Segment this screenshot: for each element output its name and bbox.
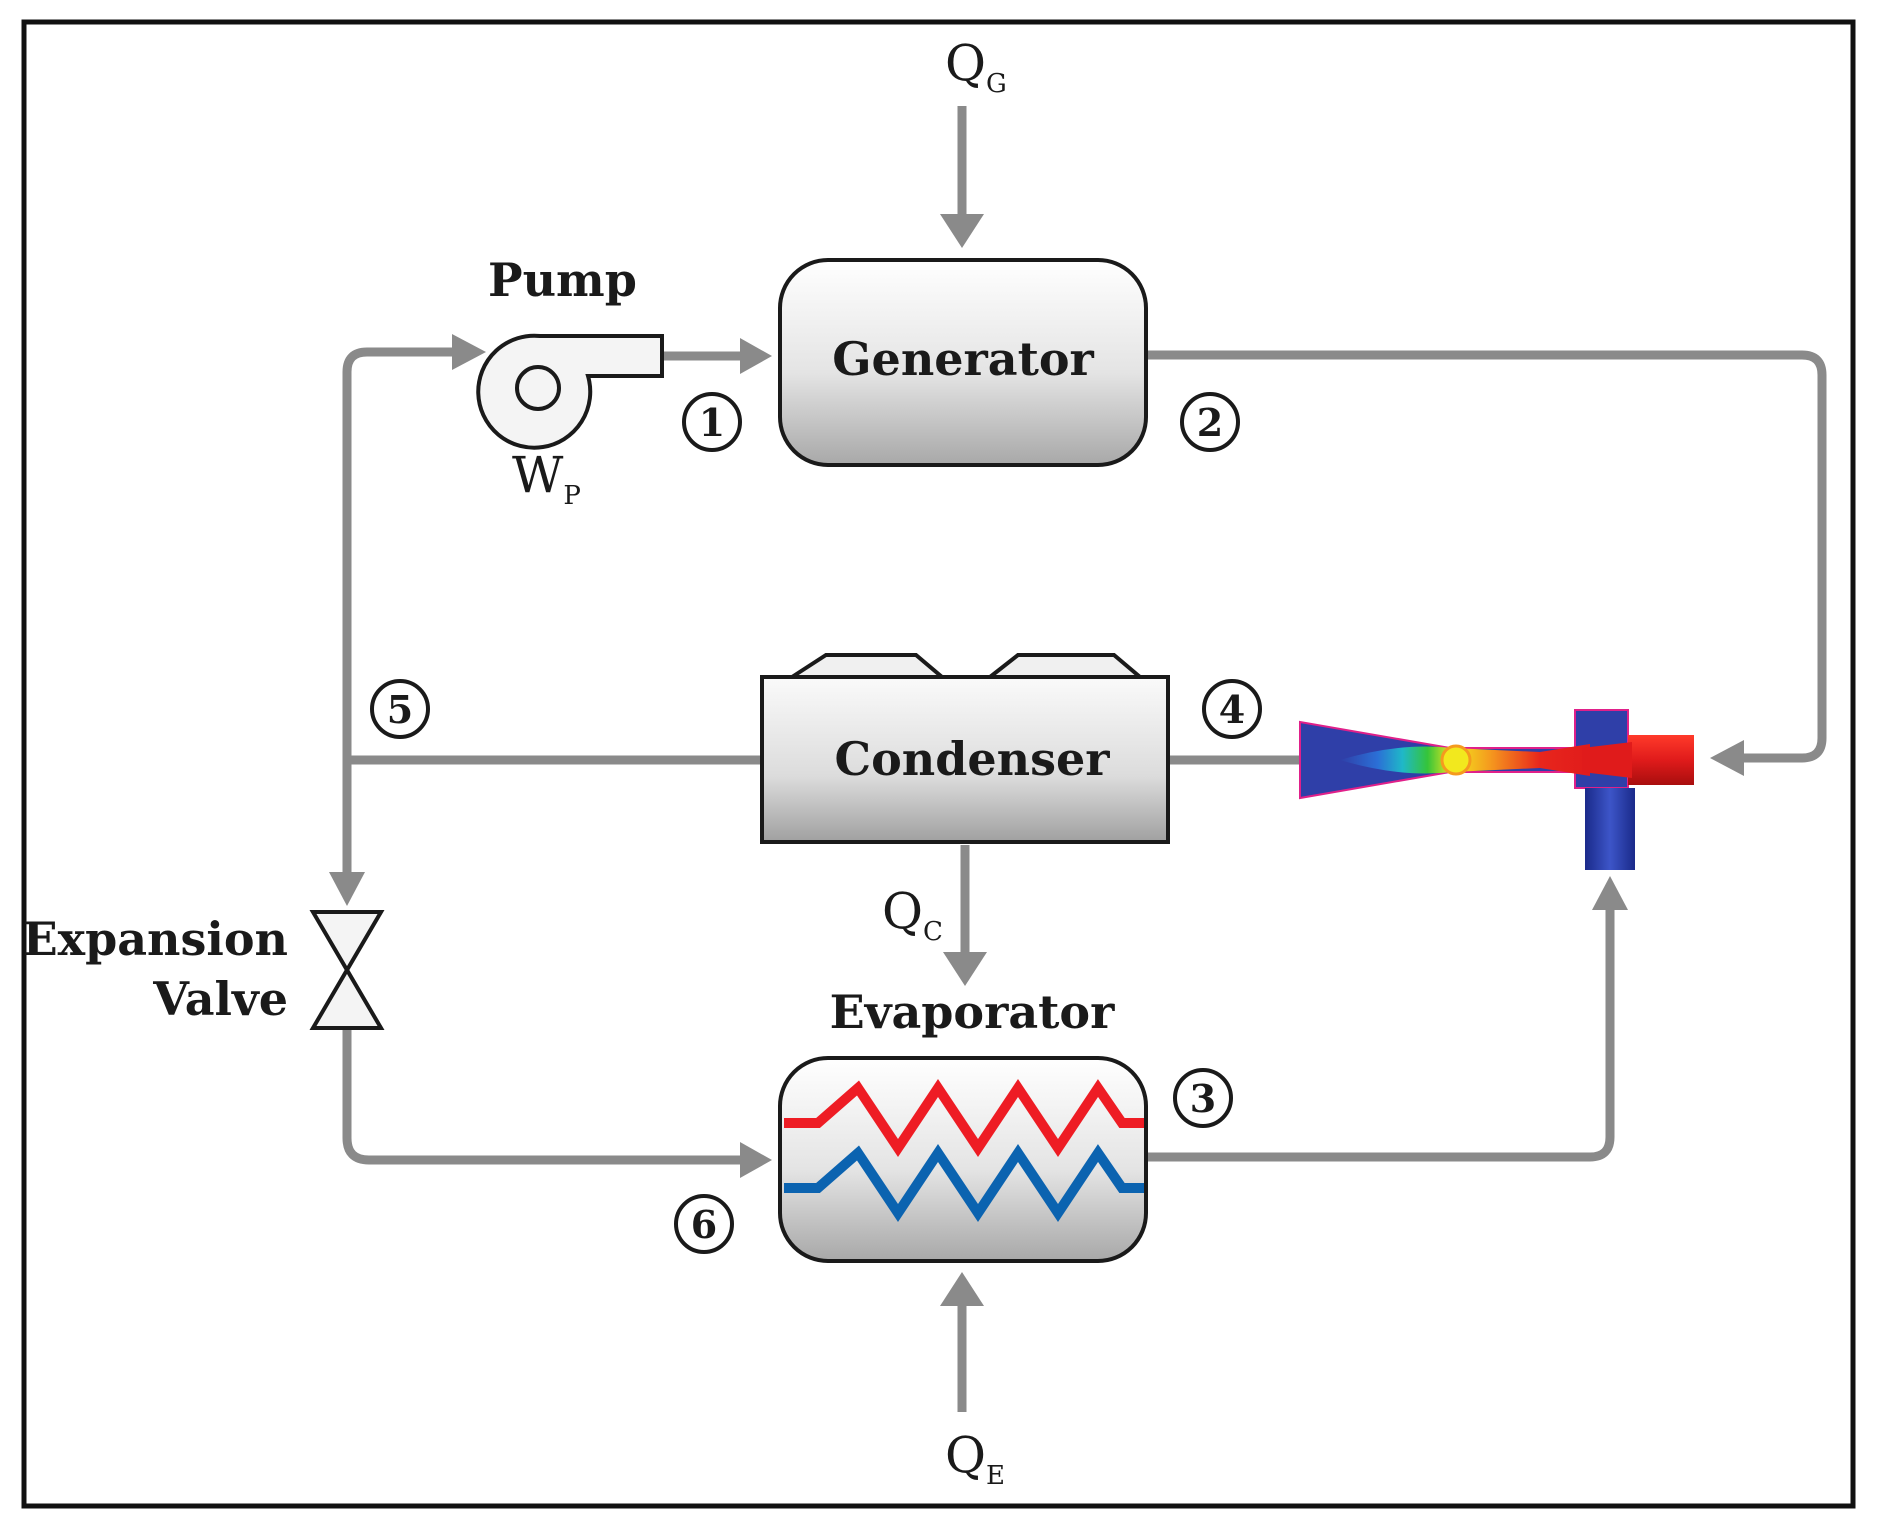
generator-label: Generator (832, 332, 1094, 386)
svg-text:2: 2 (1197, 400, 1223, 445)
state-point-2: 2 (1180, 392, 1240, 452)
qg-label: QG (945, 34, 1007, 99)
state-point-1: 1 (682, 392, 742, 452)
pipe-pump-to-generator (660, 338, 772, 374)
pump-icon (476, 333, 664, 450)
qg-arrow (940, 106, 984, 248)
qe-arrow (940, 1272, 984, 1412)
state-point-3: 3 (1173, 1068, 1233, 1128)
hot-coil (784, 1078, 1144, 1158)
condenser-fan-housings (785, 653, 1146, 679)
evaporator-label: Evaporator (830, 985, 1115, 1039)
expansion-valve-label-line1: Expansion (23, 912, 288, 966)
state-point-5: 5 (370, 679, 430, 739)
cold-coil (784, 1143, 1144, 1223)
svg-text:6: 6 (691, 1202, 717, 1247)
pump-label: Pump (488, 253, 637, 307)
pipe-valve-to-evaporator (342, 1028, 772, 1178)
expansion-valve-icon (309, 910, 385, 1030)
qe-label: QE (945, 1426, 1005, 1491)
svg-text:3: 3 (1190, 1076, 1216, 1121)
qc-label: QC (882, 882, 943, 947)
generator-box (778, 258, 1148, 467)
wp-label: WP (512, 446, 581, 511)
pipe-generator-to-ejector (1148, 350, 1827, 776)
qc-arrow (943, 845, 987, 986)
svg-text:1: 1 (699, 400, 725, 445)
condenser-box (760, 675, 1170, 844)
state-point-4: 4 (1202, 679, 1262, 739)
pipe-evaporator-to-ejector (1148, 876, 1628, 1162)
state-point-6: 6 (674, 1194, 734, 1254)
pipe-to-pump-inlet (342, 334, 486, 885)
expansion-valve-label-line2: Valve (152, 972, 288, 1026)
ejector-icon (1299, 709, 1694, 870)
svg-text:5: 5 (387, 687, 413, 732)
condenser-label: Condenser (834, 732, 1110, 786)
svg-text:4: 4 (1219, 687, 1245, 732)
pipe-junction-to-valve (329, 760, 365, 906)
diagram-frame (21, 19, 1856, 1509)
